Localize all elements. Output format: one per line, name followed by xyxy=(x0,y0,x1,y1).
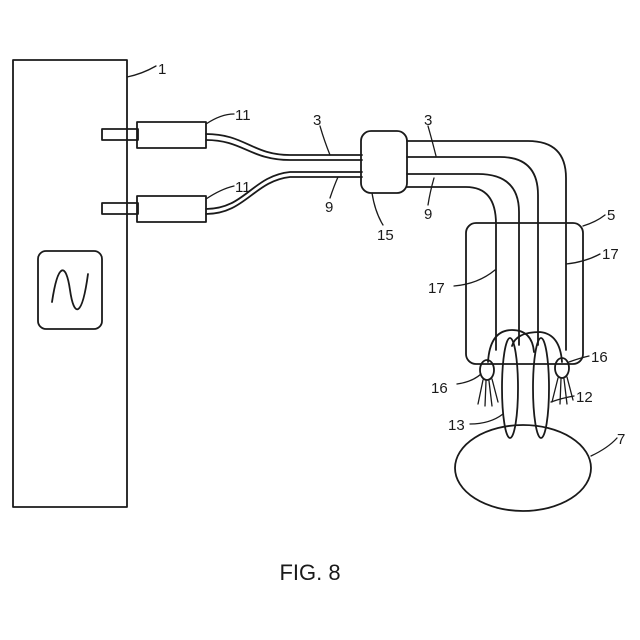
generator-unit xyxy=(13,60,127,507)
connector-upper xyxy=(102,122,206,148)
ref-9-left: 9 xyxy=(325,199,333,216)
emitter-left xyxy=(478,360,498,406)
ref-5: 5 xyxy=(607,207,615,224)
ref-3-left: 3 xyxy=(313,112,321,129)
line-3-left-inner xyxy=(206,140,362,160)
ref-15: 15 xyxy=(377,227,394,244)
arch-left xyxy=(488,330,534,362)
line-9-left-inner xyxy=(206,177,362,214)
ref-3-right: 3 xyxy=(424,112,432,129)
ref-16-right: 16 xyxy=(591,349,608,366)
connector-lower xyxy=(102,196,206,222)
electrode-12 xyxy=(533,338,549,438)
leader-lines xyxy=(127,66,617,456)
ref-16-left: 16 xyxy=(431,380,448,397)
target-tissue-7 xyxy=(455,425,591,511)
sine-wave-icon xyxy=(52,270,88,309)
line-3-left xyxy=(206,134,362,155)
ref-12: 12 xyxy=(576,389,593,406)
cable-third xyxy=(407,174,519,345)
ref-17-right: 17 xyxy=(602,246,619,263)
ref-1: 1 xyxy=(158,61,166,78)
figure-caption: FIG. 8 xyxy=(279,560,340,585)
electrode-13 xyxy=(502,338,518,438)
cable-outer xyxy=(407,141,566,350)
ref-9-right: 9 xyxy=(424,206,432,223)
ref-17-left: 17 xyxy=(428,280,445,297)
ref-11-lower: 11 xyxy=(235,179,251,196)
ref-13: 13 xyxy=(448,417,465,434)
cable-inner xyxy=(407,187,496,350)
ref-7: 7 xyxy=(617,431,625,448)
hub-15 xyxy=(361,131,407,193)
ref-11-upper: 11 xyxy=(235,107,251,124)
